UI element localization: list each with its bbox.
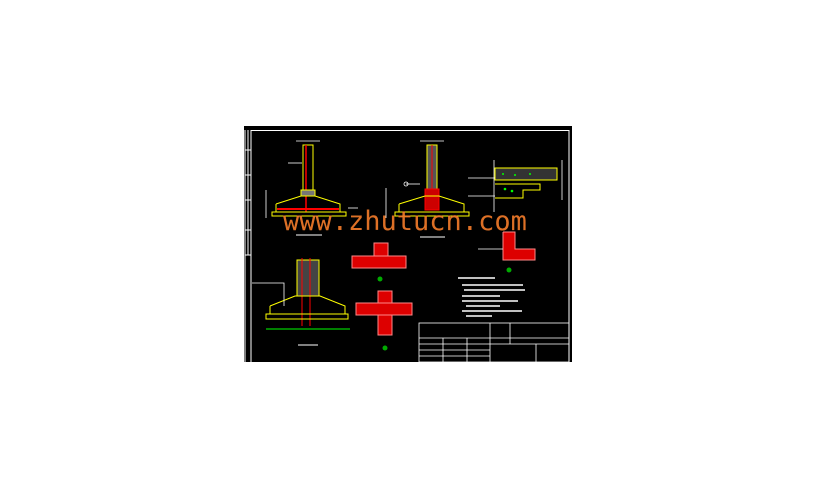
- title-block: [418, 322, 570, 363]
- footing-section-1: [265, 140, 358, 236]
- plan-detail-cross: [355, 290, 413, 351]
- slab-detail: [468, 160, 563, 212]
- watermark: www.zhutucn.com: [283, 206, 527, 237]
- notes-text: [458, 277, 525, 317]
- plan-detail-t: [351, 242, 407, 282]
- drawing-background: [244, 126, 572, 362]
- footing-section-3: [252, 258, 350, 346]
- drawing-frame: [244, 130, 570, 363]
- plan-detail-l: [478, 231, 536, 273]
- footing-section-2: [385, 140, 470, 238]
